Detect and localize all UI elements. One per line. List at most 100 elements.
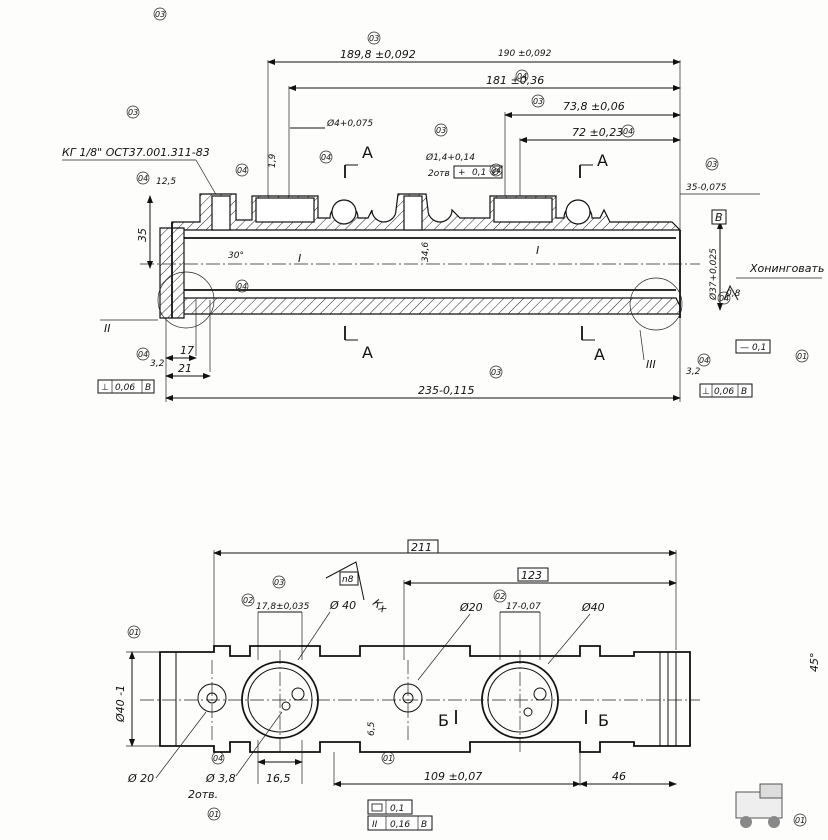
svg-text:—: — xyxy=(740,343,749,353)
top-dimensions: 189,8 ±0,092 190 ±0,092 181 ±0,36 73,8 ±… xyxy=(267,48,681,230)
zone-mark: 01 xyxy=(207,807,221,821)
plan-body xyxy=(140,645,700,753)
vehicle-stamp-icon xyxy=(735,783,783,828)
bottom-dimensions: 17 21 3,2 3,2 235-0,115 xyxy=(150,300,701,402)
callout-II: II xyxy=(104,322,111,335)
svg-text:04: 04 xyxy=(719,294,729,303)
dim-d40-right: Ø40 xyxy=(581,601,605,614)
svg-text:04: 04 xyxy=(237,166,247,175)
callout-I-left: I xyxy=(298,252,301,265)
zone-mark: 04 xyxy=(136,171,150,185)
dim-3-2-right: 3,2 xyxy=(686,367,701,377)
tol-right-ref: В xyxy=(741,387,747,397)
svg-text:03: 03 xyxy=(533,97,543,106)
dim-73: 73,8 ±0,06 xyxy=(563,100,625,113)
dim-bore-37: Ø37+0,025 xyxy=(708,248,719,301)
zone-mark: 04 xyxy=(717,291,731,305)
dim-189: 189,8 ±0,092 xyxy=(340,48,416,61)
svg-text:01: 01 xyxy=(795,816,805,825)
zone-mark: 04 xyxy=(319,150,333,164)
zone-mark: 01 xyxy=(127,625,141,639)
svg-text:03: 03 xyxy=(707,160,717,169)
dim-72: 72 ±0,23 xyxy=(572,126,623,139)
section-A-bottom-left: A xyxy=(362,343,373,362)
zone-mark: 04 xyxy=(235,163,249,177)
plan-circle-marks: 01 03 02 02 01 04 01 01 xyxy=(127,575,807,827)
svg-text:03: 03 xyxy=(274,578,284,587)
dim-181: 181 ±0,36 xyxy=(486,74,544,87)
tol-left-ref: В xyxy=(145,383,151,393)
zone-mark: 04 xyxy=(489,163,503,177)
side-dimensions: 35 34,6 Ø37+0,025 35-0,075 1,9 12,5 30° xyxy=(136,153,760,311)
svg-text:04: 04 xyxy=(491,166,501,175)
dim-16-5: 16,5 xyxy=(266,772,291,785)
plan-top-dimensions: 211 123 17,8±0,035 Ø 40 Ø20 17-0,07 Ø40 xyxy=(213,539,677,681)
dim-190-alt: 190 ±0,092 xyxy=(498,49,552,59)
thread-label: КГ 1/8" ОСТ37.001.311-83 xyxy=(62,146,210,159)
svg-text:04: 04 xyxy=(138,350,148,359)
label-2otv-plan: 2отв. xyxy=(188,788,218,801)
dim-d40-h: Ø40 -1 xyxy=(114,685,127,723)
plan-view: 211 123 17,8±0,035 Ø 40 Ø20 17-0,07 Ø40 … xyxy=(114,539,821,831)
svg-text:03: 03 xyxy=(436,126,446,135)
svg-text:01: 01 xyxy=(129,628,139,637)
svg-text:01: 01 xyxy=(209,810,219,819)
rough-n8: n8 xyxy=(342,575,354,585)
dim-109: 109 ±0,07 xyxy=(424,770,482,783)
zone-mark: 03 xyxy=(489,365,503,379)
zone-mark: 03 xyxy=(705,157,719,171)
dim-hole-d4: Ø4+0,075 xyxy=(326,118,373,129)
dim-hole-d14: Ø1,4+0,14 xyxy=(425,152,475,163)
tol-par-sym: II xyxy=(372,820,378,830)
dim-35-right: 35-0,075 xyxy=(686,183,727,193)
tol-right-sym: ⊥ xyxy=(702,387,710,397)
honing-note: Хонинговать xyxy=(749,262,824,275)
section-B-marks: Б Б xyxy=(438,710,609,730)
dim-12-5: 12,5 xyxy=(156,177,176,187)
dim-46: 46 xyxy=(612,770,626,783)
label-2otv: 2отв xyxy=(428,169,450,179)
zone-mark: 04 xyxy=(136,347,150,361)
thread-callout: КГ 1/8" ОСТ37.001.311-83 xyxy=(62,146,219,199)
tol-2otv-val: 0,1 xyxy=(472,168,486,178)
section-A-bottom-right: A xyxy=(594,345,605,364)
front-view: 189,8 ±0,092 190 ±0,092 181 ±0,36 73,8 ±… xyxy=(62,7,824,402)
detail-III-circle xyxy=(629,277,683,331)
svg-text:03: 03 xyxy=(128,108,138,117)
tol-par-ref: В xyxy=(421,820,427,830)
dim-1-9: 1,9 xyxy=(268,153,278,168)
svg-text:04: 04 xyxy=(623,127,633,136)
tol-2otv-ref: Ø xyxy=(491,167,500,178)
svg-text:02: 02 xyxy=(495,592,505,601)
svg-text:03: 03 xyxy=(155,10,165,19)
dim-235: 235-0,115 xyxy=(418,384,474,397)
dim-34-6: 34,6 xyxy=(421,242,431,262)
zone-mark: 03 xyxy=(434,123,448,137)
plan-side-dims: Ø40 -1 6,5 45° xyxy=(114,651,821,747)
zone-mark: 03 xyxy=(153,7,167,21)
zone-mark: 01 xyxy=(793,813,807,827)
dim-21: 21 xyxy=(178,362,192,375)
zone-mark: 03 xyxy=(367,31,381,45)
svg-text:04: 04 xyxy=(321,153,331,162)
plan-tol-frames: 0,1 II 0,16 В xyxy=(367,799,433,831)
svg-text:02: 02 xyxy=(243,596,253,605)
dim-123: 123 xyxy=(521,569,542,582)
zone-mark: 04 xyxy=(235,279,249,293)
callout-I-right: I xyxy=(536,244,539,257)
zone-mark: 03 xyxy=(272,575,286,589)
svg-text:01: 01 xyxy=(383,754,393,763)
zone-mark: 02 xyxy=(493,589,507,603)
svg-text:03: 03 xyxy=(369,34,379,43)
tol-frame-right: ⊥ 0,06 В xyxy=(699,383,753,398)
dim-d38: Ø 3,8 xyxy=(205,772,236,785)
zone-mark: 04 xyxy=(697,353,711,367)
zone-mark: 03 xyxy=(126,105,140,119)
tol-par-val: 0,16 xyxy=(390,820,410,830)
zone-mark: 01 xyxy=(795,349,809,363)
section-B-left: Б xyxy=(438,711,449,730)
svg-text:+: + xyxy=(458,168,466,178)
zone-mark: 01 xyxy=(381,751,395,765)
